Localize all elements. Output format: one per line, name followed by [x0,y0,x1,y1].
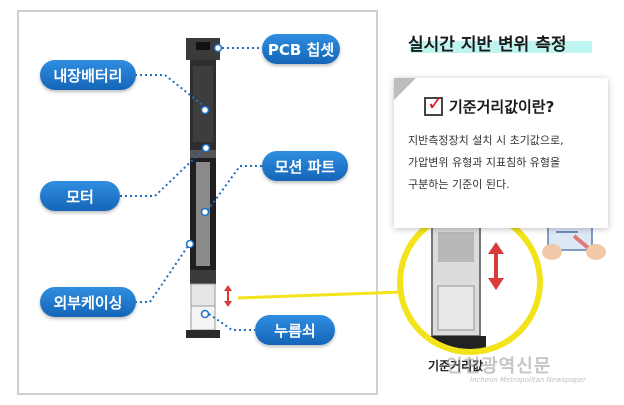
card-fold-corner [394,78,416,100]
dot-motor [201,143,211,153]
leader-button [208,313,255,331]
leader-lines [120,47,262,331]
displacement-arrow-large [488,242,504,290]
watermark-name: 인천광역신문 [446,356,552,377]
device-joint [190,150,216,158]
title-block: 실시간 지반 변위 측정 [402,28,592,55]
device-casing-window [190,283,216,307]
page-title: 실시간 지반 변위 측정 [408,35,567,55]
label-outer-casing: 외부케이싱 [40,287,136,317]
leader-motion [207,165,262,211]
dot-casing [185,239,195,249]
device-cap-slot [196,42,210,50]
question-heading: 기준거리값이란? [449,98,555,116]
device-upper-inner [193,66,213,142]
label-motor: 모터 [40,181,120,211]
device-casing-bottom [190,305,216,331]
description-line: 구분하는 기준이 된다. [408,178,510,191]
dot-motion [200,207,210,217]
description-line: 가압변위 유형과 지표침하 유형을 [408,156,561,169]
zoom-connector [237,290,403,300]
dot-pcb [213,43,223,53]
watermark-subtitle: Incheon Metropolitan Newspaper [470,376,586,384]
leader-battery [135,74,206,108]
zoom-caption: 기준거리값 [428,359,484,373]
device-base [186,330,220,338]
sensor-device [186,38,220,338]
checkbox-icon: ✓ [424,91,444,116]
device-lower-joint [190,270,216,284]
label-pcb-chipset: PCB 칩셋 [262,34,340,64]
title-highlight [410,41,592,53]
leader-motor [120,149,204,197]
info-card: ✓ 기준거리값이란? 지반측정장치 설치 시 초기값으로, 가압변위 유형과 지… [394,78,608,228]
displacement-arrow-small [224,285,232,307]
label-push-button: 누름쇠 [255,315,335,345]
leader-casing [135,245,189,303]
question-row: ✓ 기준거리값이란? [424,91,555,117]
dot-button [200,309,210,319]
label-motion-part: 모션 파트 [262,151,348,181]
description: 지반측정장치 설치 시 초기값으로, 가압변위 유형과 지표침하 유형을 구분하… [408,130,608,196]
description-line: 지반측정장치 설치 시 초기값으로, [408,134,564,147]
label-internal-battery: 내장배터리 [40,60,136,90]
dot-battery [200,105,210,115]
